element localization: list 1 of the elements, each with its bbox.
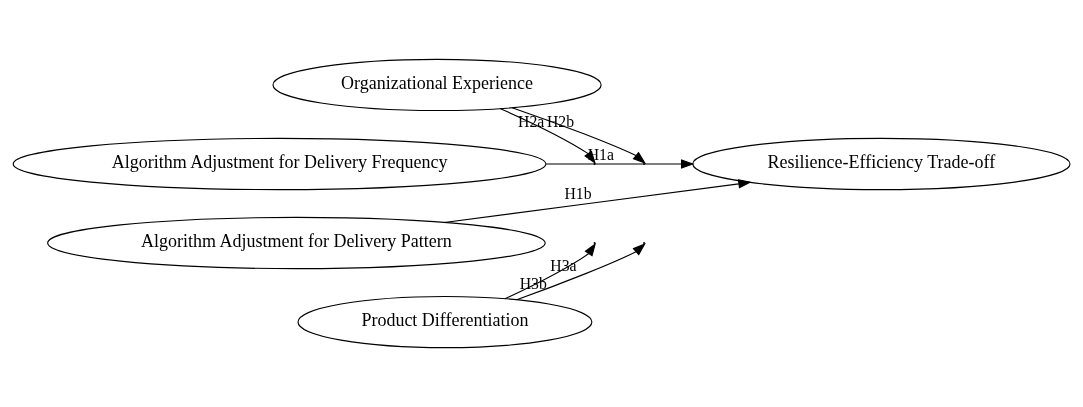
edge-label: H1b [564,184,592,202]
